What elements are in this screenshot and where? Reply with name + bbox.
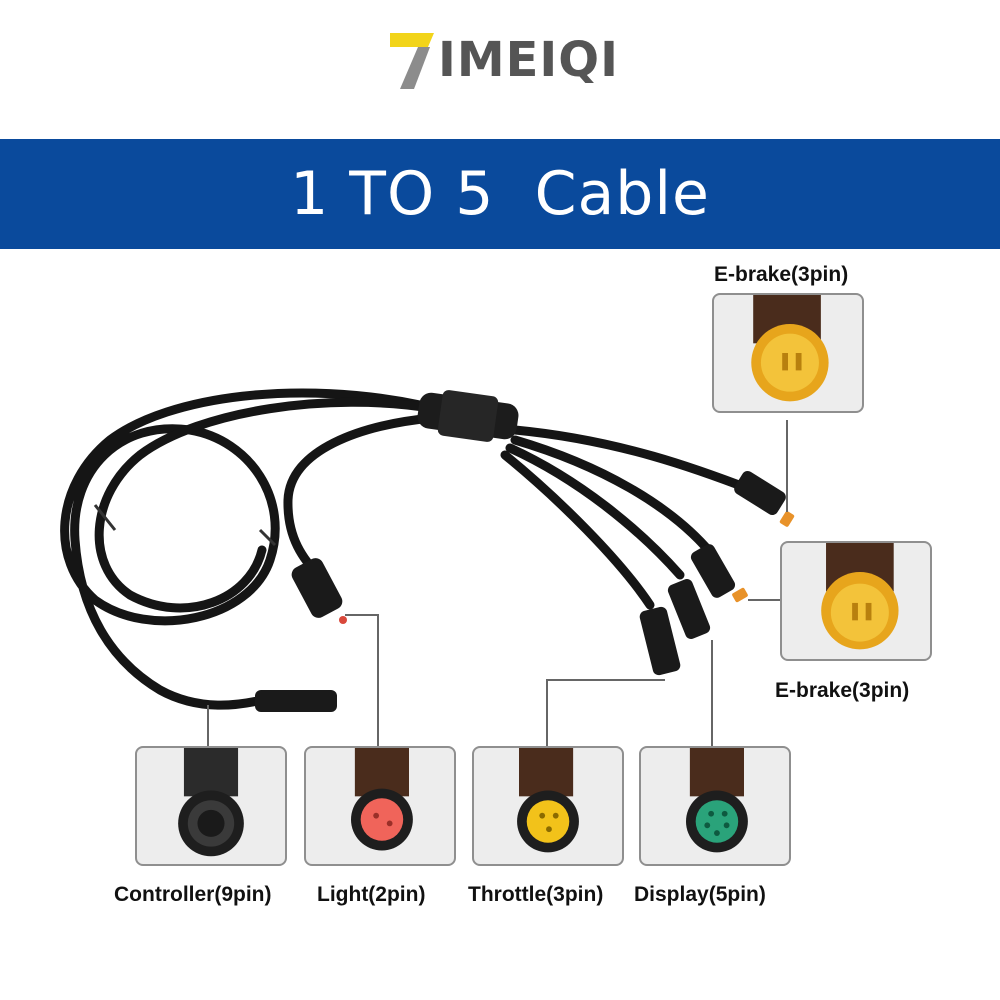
ebrake-top-photo xyxy=(712,293,864,413)
ebrake-right-label: E-brake(3pin) xyxy=(775,679,910,702)
light-photo xyxy=(304,746,456,866)
throttle-photo xyxy=(472,746,624,866)
throttle-label: Throttle(3pin) xyxy=(468,883,604,906)
ebrake-connector-icon xyxy=(751,295,829,402)
ebrake-top-label: E-brake(3pin) xyxy=(714,263,849,286)
ebrake-connector-icon xyxy=(821,543,899,650)
logo-mark-icon xyxy=(390,33,434,89)
light-label: Light(2pin) xyxy=(317,883,426,906)
light-connector-icon xyxy=(351,748,413,851)
brand-name: IMEIQI xyxy=(438,32,619,88)
title-banner: 1 TO 5 Cable xyxy=(0,139,1000,249)
banner-title: 1 TO 5 Cable xyxy=(290,159,710,229)
throttle-connector-icon xyxy=(517,748,579,853)
display-photo xyxy=(639,746,791,866)
display-connector-icon xyxy=(686,748,748,853)
controller-label: Controller(9pin) xyxy=(114,883,272,906)
controller-photo xyxy=(135,746,287,866)
brand-logo: IMEIQI xyxy=(388,28,619,92)
display-label: Display(5pin) xyxy=(634,883,766,906)
ebrake-right-photo xyxy=(780,541,932,661)
controller-connector-icon xyxy=(178,748,244,857)
